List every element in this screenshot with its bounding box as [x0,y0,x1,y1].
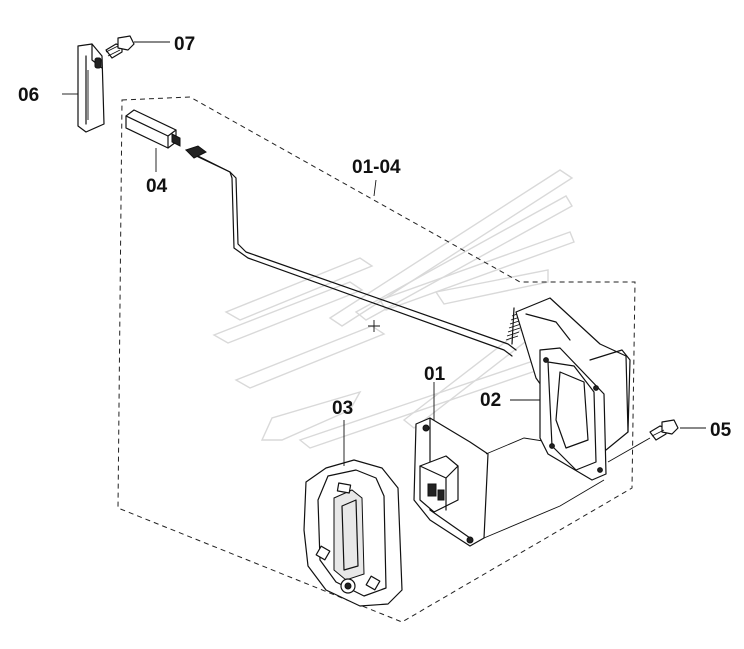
label-06: 06 [18,85,39,106]
label-05: 05 [710,420,732,441]
screw-part-05 [649,419,679,441]
label-04: 04 [146,176,168,197]
housing-part-02 [515,297,631,481]
bracket-part-06 [77,43,105,133]
label-03: 03 [332,398,353,419]
assembly-outline [117,96,636,623]
label-01-04: 01-04 [352,157,401,178]
label-07: 07 [174,34,195,55]
reference-mark [368,320,380,332]
label-02: 02 [480,390,501,411]
knob-part-04 [125,109,181,149]
screw-part-07 [105,35,135,59]
gasket-part-03 [303,459,403,607]
lever-rod [185,145,517,357]
label-01: 01 [424,364,446,385]
plate-part-01 [413,417,605,547]
watermark-logo [212,169,575,449]
